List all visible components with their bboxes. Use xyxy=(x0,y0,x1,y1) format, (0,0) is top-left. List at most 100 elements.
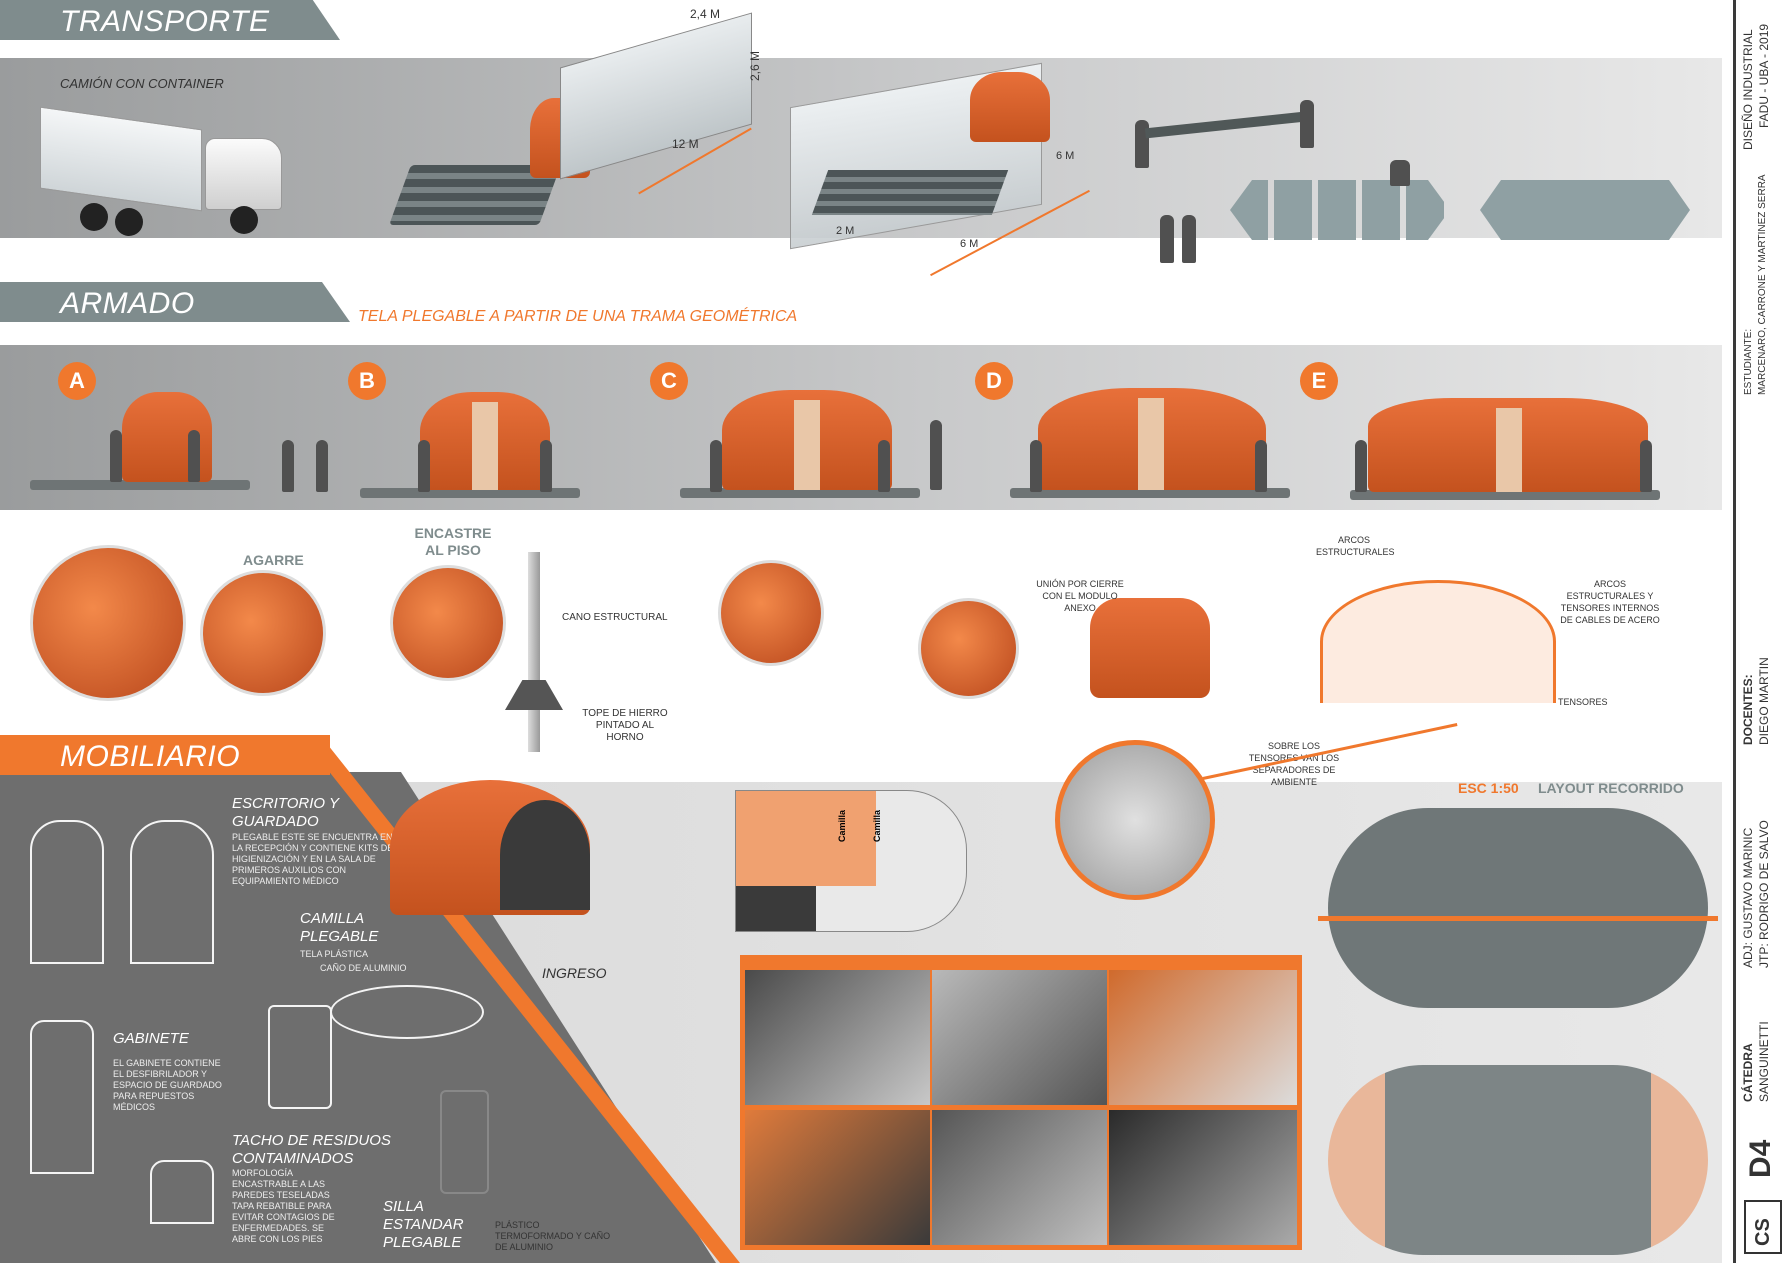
layout-title: LAYOUT RECORRIDO xyxy=(1538,780,1684,796)
dim-6m-b: 6 m xyxy=(960,238,979,250)
floor-plan-diagram: Camilla Camilla xyxy=(735,790,967,932)
step-b-badge: B xyxy=(348,362,386,400)
wheel xyxy=(80,203,108,231)
detail-zipper xyxy=(718,560,824,666)
plan-orange-zone xyxy=(736,791,876,886)
chair-sketch xyxy=(440,1090,489,1194)
folded-tent-container xyxy=(970,72,1050,142)
detail-grip-wall xyxy=(30,545,186,701)
floor-modules-separate xyxy=(1230,180,1450,240)
steel-pole xyxy=(528,552,540,752)
layout-plan-top xyxy=(1318,808,1718,1008)
worker-figure xyxy=(1300,100,1314,148)
floor-base xyxy=(30,480,250,490)
layout-plan-bottom xyxy=(1328,1065,1708,1255)
furniture-title: MOBILIARIO xyxy=(60,740,241,773)
dim-2m: 2 m xyxy=(836,225,855,237)
teachers-heading: DOCENTES: xyxy=(1741,674,1755,745)
cs-logo-text: CS xyxy=(1752,1218,1774,1246)
worker-figure xyxy=(1640,440,1652,492)
worker-figure xyxy=(418,440,430,492)
furniture-item-cabinet: GABINETE xyxy=(113,1030,189,1047)
catedra-heading: CÁTEDRA xyxy=(1741,1043,1755,1102)
transport-title: TRANSPORTE xyxy=(60,5,270,38)
worker-figure xyxy=(188,430,200,482)
institution-label: FADU - UBA - 2019 xyxy=(1757,23,1771,128)
career-label: DISEÑO INDUSTRIAL xyxy=(1741,29,1755,150)
plan-room-label-1: Camilla xyxy=(837,809,848,843)
detail-annex-module xyxy=(918,598,1019,699)
tope-label: TOPE DE HIERRO PINTADO AL HORNO xyxy=(582,708,668,743)
step-e-badge: E xyxy=(1300,362,1338,400)
wheel xyxy=(230,206,258,234)
arch-structure xyxy=(1320,580,1556,703)
assembly-title: ARMADO xyxy=(60,287,195,320)
chair-desc: PLÁSTICO TERMOFORMADO Y CAÑO DE ALUMINIO xyxy=(495,1220,611,1252)
dim-2-4m: 2,4 m xyxy=(690,7,721,21)
title-block: DISEÑO INDUSTRIAL FADU - UBA - 2019 ESTU… xyxy=(1733,0,1788,1263)
furniture-item-desk: ESCRITORIO Y GUARDADO xyxy=(232,795,339,830)
interior-photo xyxy=(932,1110,1107,1245)
interior-photo xyxy=(1109,970,1297,1105)
stretcher-folded-sketch xyxy=(268,1005,332,1109)
worker-figure xyxy=(1182,215,1196,263)
truck-illustration xyxy=(40,106,290,238)
container-pallets xyxy=(811,170,1009,215)
students-names: MARCENARO, CARRONE Y MARTINEZ SERRA xyxy=(1757,174,1768,395)
worker-figure xyxy=(1160,215,1174,263)
furniture-item-bin: TACHO DE RESIDUOS CONTAMINADOS xyxy=(232,1132,391,1167)
tent-step-b xyxy=(420,392,550,490)
furniture-item-chair: SILLA ESTANDAR PLEGABLE xyxy=(383,1198,464,1251)
interior-photo xyxy=(932,970,1107,1105)
adj-name: ADJ: GUSTAVO MARINIC xyxy=(1741,827,1755,968)
worker-figure xyxy=(878,440,890,492)
assembly-header: ARMADO xyxy=(0,282,350,322)
detail-grip-hand xyxy=(200,570,326,696)
worker-figure xyxy=(282,440,294,492)
dim-6m-a: 6 m xyxy=(1056,150,1075,162)
desk-desc: PLEGABLE ESTE SE ENCUENTRA EN LA RECEPCI… xyxy=(232,832,394,886)
encastre-label: ENCASTRE AL PISO xyxy=(414,525,492,558)
tensores-label: TENSORES xyxy=(1558,697,1608,707)
interior-circle-detail xyxy=(1055,740,1215,900)
arcos-label: ARCOS ESTRUCTURALES xyxy=(1316,535,1395,557)
course-code: D4 xyxy=(1744,1139,1777,1178)
step-a-badge: A xyxy=(58,362,96,400)
worker-figure xyxy=(110,430,122,482)
tent-step-d xyxy=(1038,388,1266,490)
cano-label: CANO ESTRUCTURAL xyxy=(562,612,668,623)
worker-figure xyxy=(316,440,328,492)
agarre-label: AGARRE xyxy=(243,552,304,568)
dim-12m: 12 m xyxy=(672,137,699,151)
layout-scale: ESC 1:50 xyxy=(1458,780,1519,796)
plan-dark-zone xyxy=(736,886,816,931)
worker-figure xyxy=(1255,440,1267,492)
cs-logo: CS xyxy=(1744,1200,1782,1254)
tent-stripe xyxy=(1138,398,1164,490)
annex-module xyxy=(1090,598,1210,698)
catedra-name: SANGUINETTI xyxy=(1757,1021,1771,1102)
interior-photo xyxy=(1109,1110,1297,1245)
student-heading: ESTUDIANTE: xyxy=(1743,328,1754,395)
floor-base xyxy=(360,488,580,498)
tent-stripe xyxy=(472,402,498,490)
step-d-badge: D xyxy=(975,362,1013,400)
floor-base xyxy=(1350,490,1660,500)
route-arrow xyxy=(1318,916,1718,921)
worker-figure xyxy=(930,420,942,490)
interior-photo xyxy=(745,1110,930,1245)
plan-room-label-2: Camilla xyxy=(872,809,883,843)
wheel xyxy=(115,208,143,236)
worker-figure xyxy=(1355,440,1367,492)
cabinet-desc: EL GABINETE CONTIENE EL DESFIBRILADOR Y … xyxy=(113,1058,222,1112)
worker-figure xyxy=(1390,160,1410,186)
tent-step-e xyxy=(1368,398,1648,492)
furniture-header: MOBILIARIO xyxy=(0,735,330,775)
floor-modules-joined xyxy=(1480,180,1690,240)
bin-sketch xyxy=(150,1160,214,1224)
tent-stripe xyxy=(794,400,820,490)
ingreso-label: INGRESO xyxy=(542,965,607,981)
interior-photo xyxy=(745,970,930,1105)
transport-header: TRANSPORTE xyxy=(0,0,340,40)
camilla-note-1: TELA PLÁSTICA xyxy=(300,949,369,959)
